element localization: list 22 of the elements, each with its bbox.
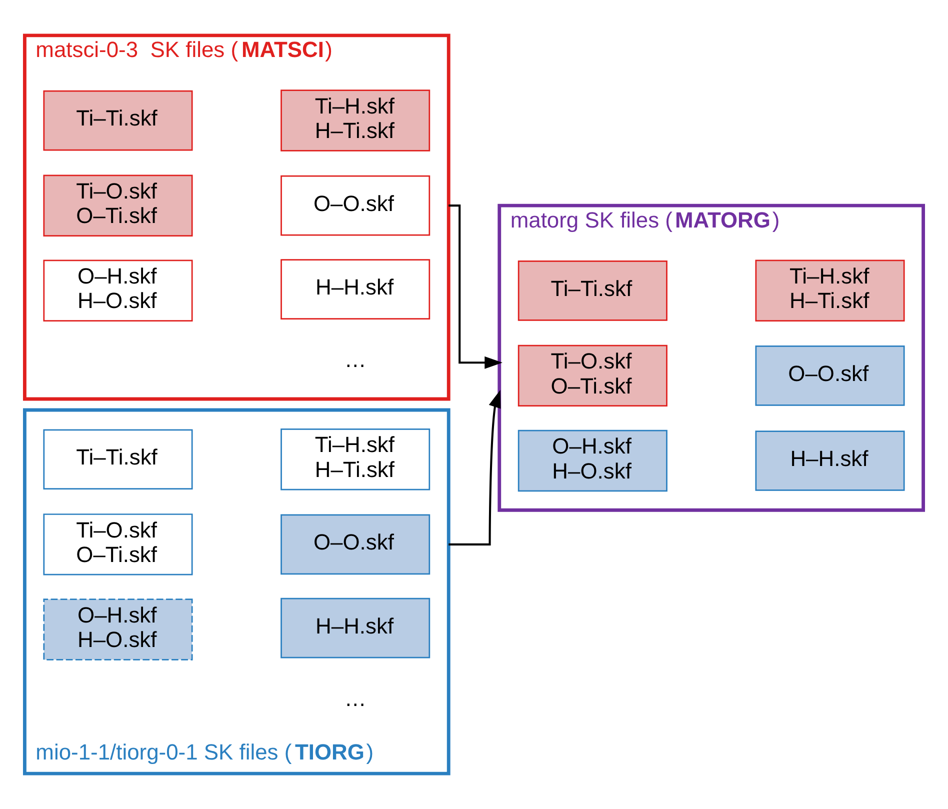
node-box: Ti–O.skf O–Ti.skf (43, 174, 193, 236)
node-box: Ti–H.skf H–Ti.skf (280, 90, 430, 152)
node-box: Ti–H.skf H–Ti.skf (755, 260, 905, 322)
node-box: H–H.skf (280, 598, 430, 658)
node-box: O–O.skf (280, 175, 430, 236)
label: … (344, 347, 366, 372)
node-box: Ti–Ti.skf (518, 260, 668, 321)
label: … (344, 686, 366, 712)
arrow (448, 204, 502, 369)
node-box: Ti–O.skf O–Ti.skf (43, 514, 193, 576)
node-box: O–O.skf (280, 514, 430, 575)
node-box: Ti–H.skf H–Ti.skf (280, 428, 430, 490)
node-box: Ti–Ti.skf (43, 90, 193, 151)
node-box: Ti–Ti.skf (43, 429, 193, 490)
node-box: O–H.skf H–O.skf (43, 260, 193, 322)
node-box: O–H.skf H–O.skf (518, 430, 668, 492)
arrow (448, 390, 501, 546)
node-box: H–H.skf (280, 259, 430, 320)
node-box: O–H.skf H–O.skf (43, 598, 193, 660)
node-box: O–O.skf (755, 346, 905, 406)
node-box: H–H.skf (755, 430, 905, 491)
node-box: Ti–O.skf O–Ti.skf (518, 344, 668, 407)
